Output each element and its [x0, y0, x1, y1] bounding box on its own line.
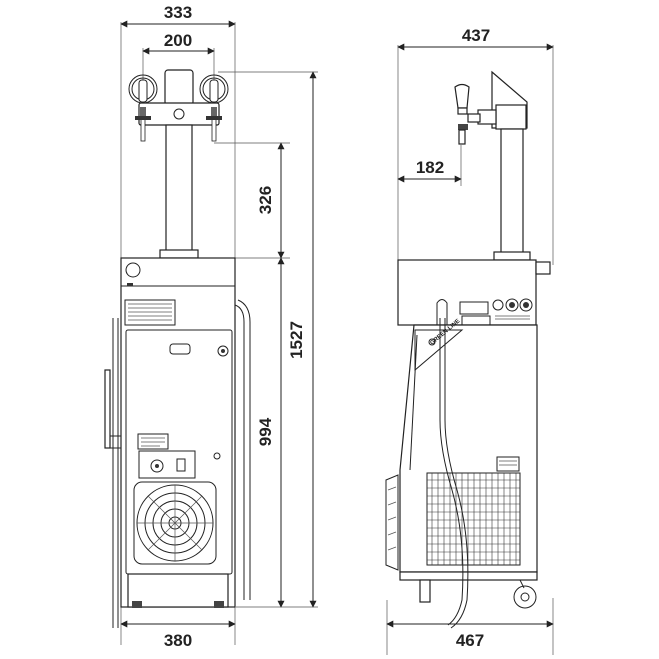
dimension-333: 333	[120, 3, 236, 28]
right-tap-icon	[199, 74, 229, 142]
side-view: 437 182 467	[385, 26, 554, 655]
side-pole-left	[104, 318, 121, 628]
cabinet-front	[120, 257, 236, 608]
dimension-label-total-height: 1527	[287, 321, 306, 359]
side-spec-label	[496, 456, 520, 472]
knob-icon	[217, 345, 229, 357]
gas-inlet-icon	[492, 299, 504, 311]
connector-plate	[459, 301, 489, 315]
front-view: 333 200 326 1527 994 380	[104, 3, 318, 650]
thermostat-dial-icon	[150, 459, 164, 473]
dimension-437: 437	[397, 26, 554, 51]
dimension-label-side-base-width: 467	[456, 631, 484, 650]
dimension-label-tower-height: 326	[256, 186, 275, 214]
dimension-label-tap-offset: 182	[416, 158, 444, 177]
dimension-326: 326	[256, 142, 285, 259]
tower-column	[159, 124, 199, 259]
beer-inlet-icon	[505, 298, 519, 312]
dimension-label-cabinet-height: 994	[256, 417, 275, 446]
dimension-467: 467	[386, 620, 554, 650]
dimension-182: 182	[397, 158, 462, 183]
brand-logo-plate	[169, 343, 191, 355]
dimension-label-side-top-width: 437	[462, 26, 490, 45]
dimension-1527: 1527	[287, 71, 317, 608]
control-panel	[138, 450, 196, 479]
dimension-label-base-width: 380	[164, 631, 192, 650]
side-tower	[454, 70, 531, 261]
side-lower-cabinet: GREEN LINE	[399, 318, 538, 603]
dimension-label-top-width: 333	[164, 3, 192, 22]
warning-sticker-icon	[125, 262, 141, 278]
side-drip-tray	[385, 474, 399, 571]
dimension-380: 380	[120, 620, 236, 650]
beer-inlet-icon-2	[519, 298, 533, 312]
fan-icon	[133, 481, 217, 565]
side-upper-cabinet	[397, 259, 551, 327]
info-label	[124, 299, 176, 326]
power-switch-icon	[176, 458, 186, 472]
drain-hose	[234, 299, 251, 600]
dimension-994: 994	[256, 257, 285, 608]
left-tap-icon	[128, 74, 158, 142]
dimension-label-tap-spacing: 200	[164, 31, 192, 50]
side-tap-icon	[454, 83, 497, 145]
side-hose	[439, 318, 469, 629]
dimension-200: 200	[142, 31, 215, 55]
vent-grille	[426, 472, 521, 566]
wheel-icon	[513, 579, 537, 609]
spec-label	[137, 433, 169, 450]
